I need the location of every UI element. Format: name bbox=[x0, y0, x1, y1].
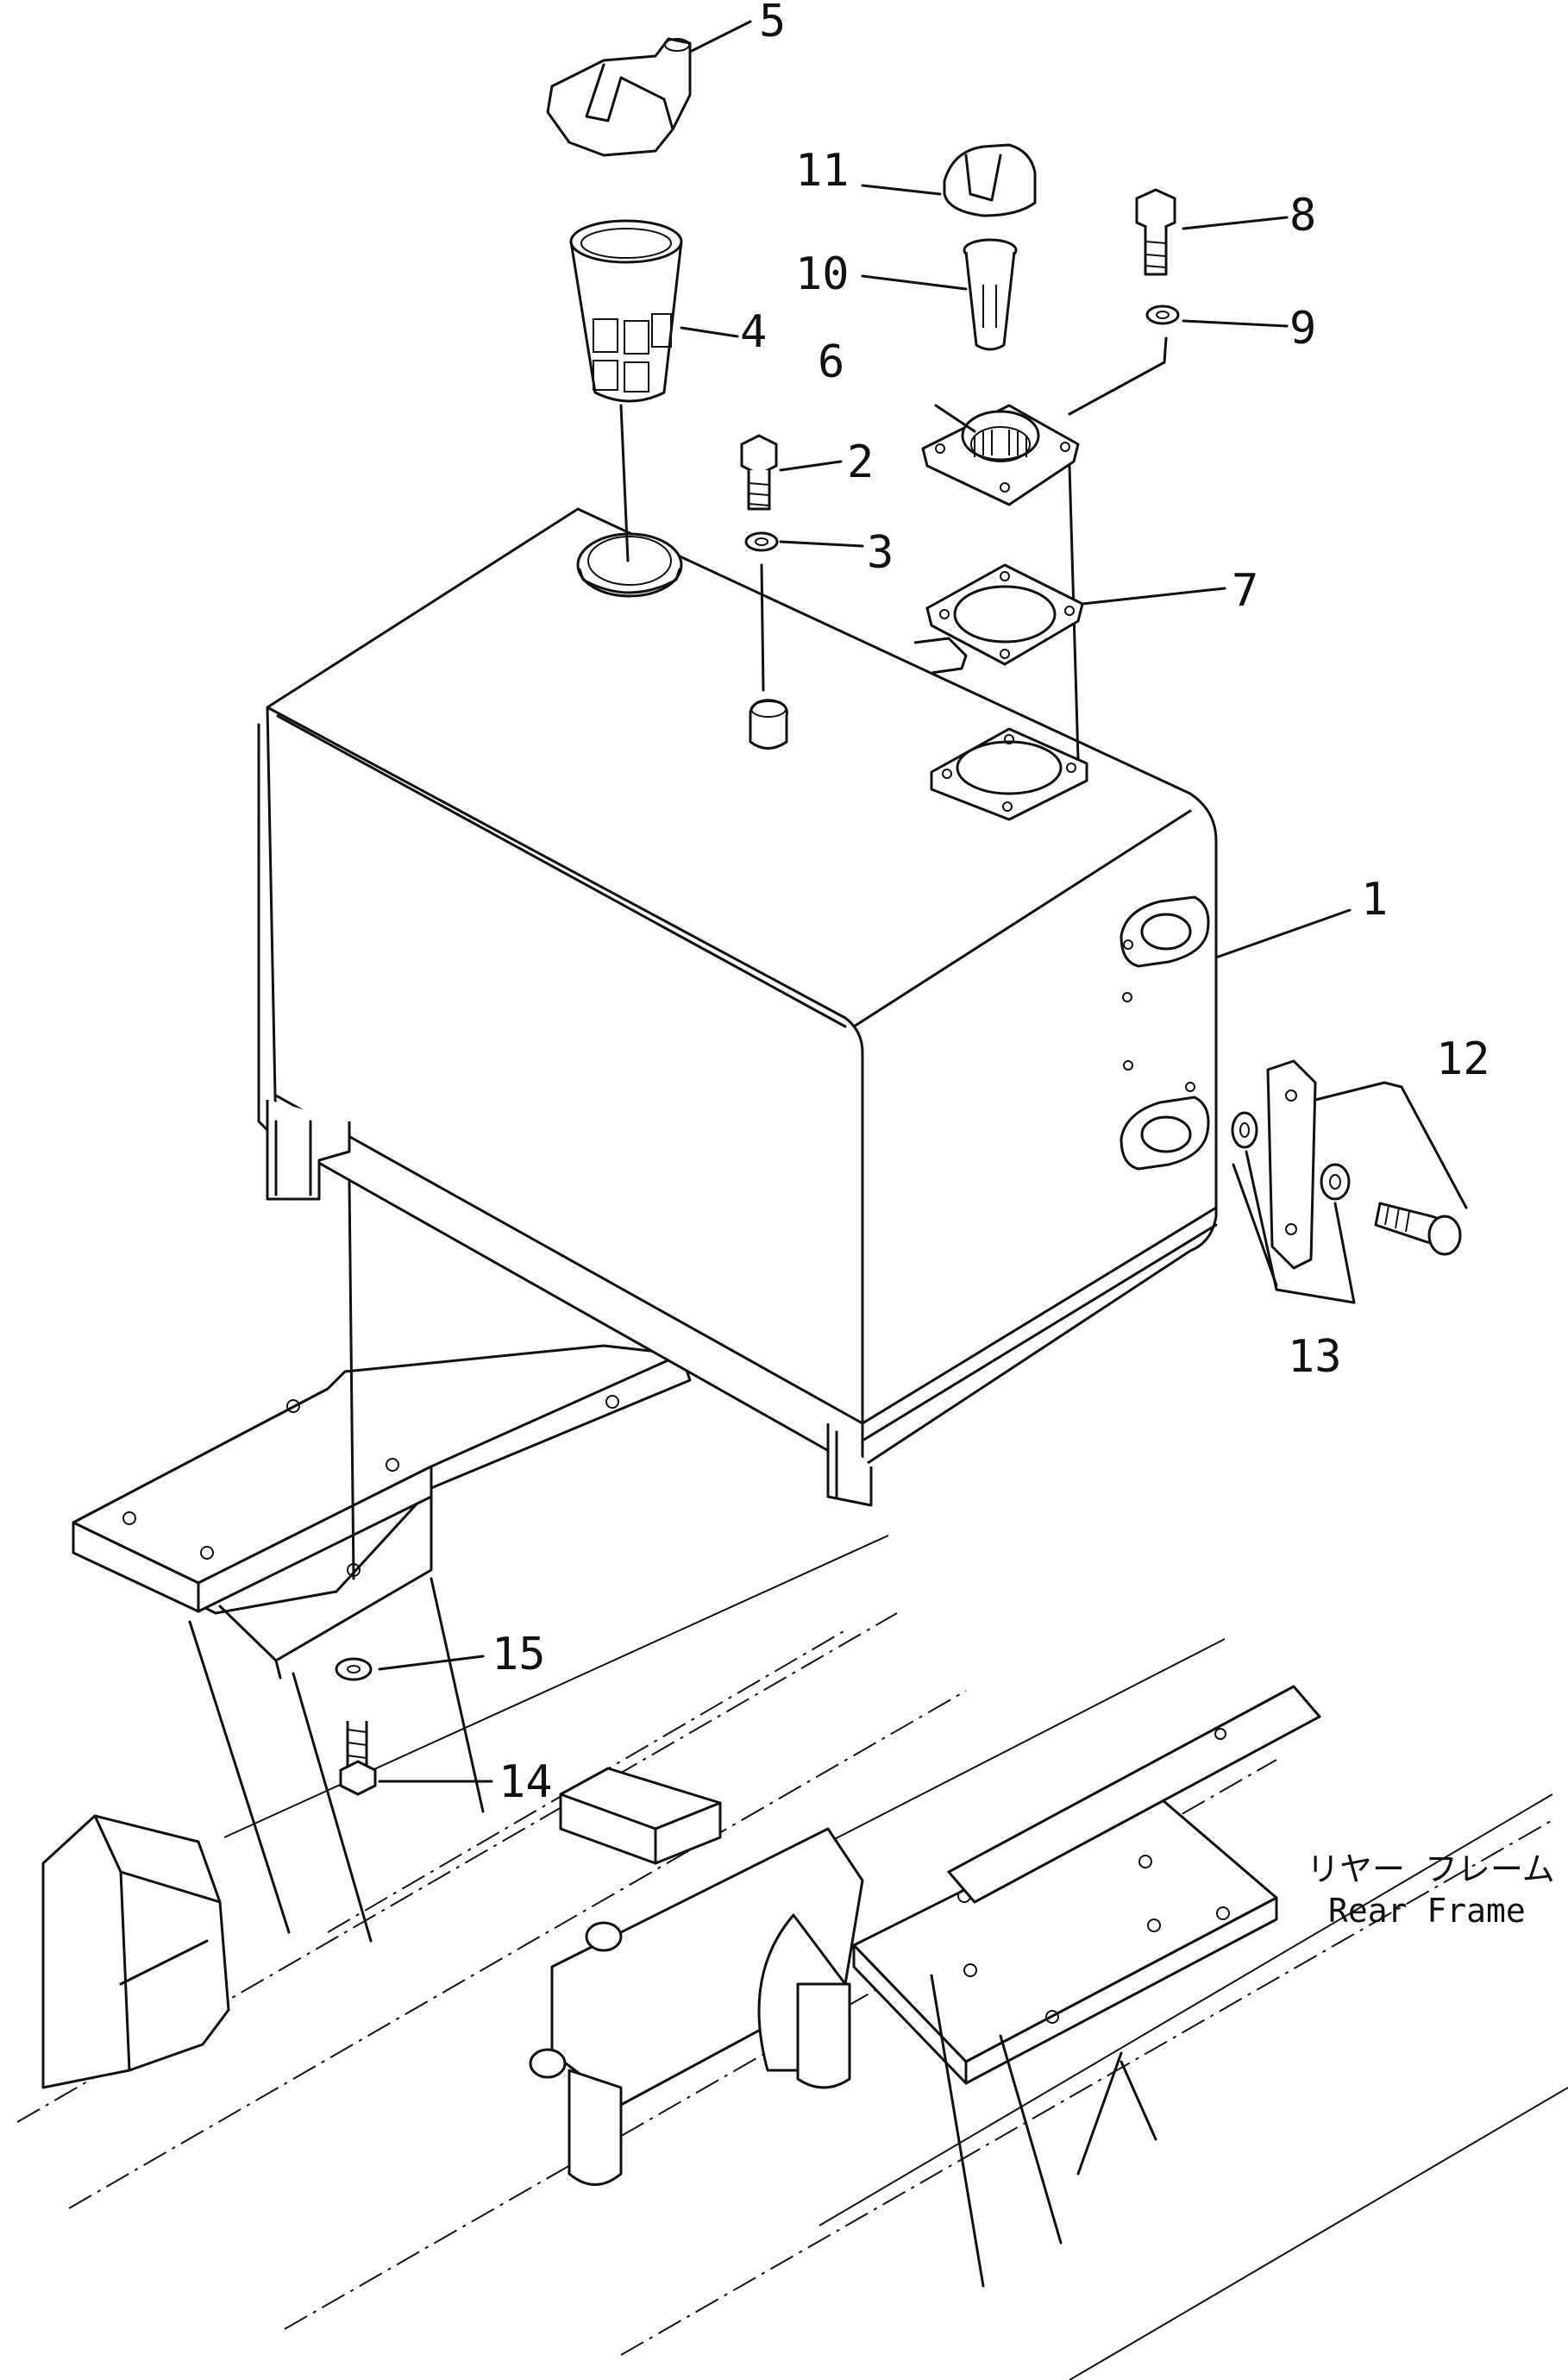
part-15-washer bbox=[335, 1657, 373, 1681]
callout-3: 3 bbox=[867, 527, 894, 579]
rear-frame bbox=[16, 1535, 1568, 2380]
tank-support-bracket bbox=[72, 1344, 692, 1943]
callout-12: 12 bbox=[1436, 1033, 1490, 1085]
callout-5: 5 bbox=[759, 0, 786, 47]
hydraulic-tank bbox=[257, 507, 1218, 1507]
callout-13: 13 bbox=[1288, 1331, 1342, 1383]
callout-11: 11 bbox=[795, 145, 850, 197]
rear-frame-label-jp: リヤー フレーム bbox=[1307, 1850, 1555, 1888]
callout-1: 1 bbox=[1361, 874, 1388, 926]
callout-8: 8 bbox=[1289, 190, 1316, 242]
part-11-cap bbox=[943, 143, 1037, 217]
part-4-strainer bbox=[569, 219, 683, 562]
callout-7: 7 bbox=[1232, 565, 1258, 617]
rear-frame-label-en: Rear Frame bbox=[1328, 1892, 1526, 1930]
callout-9: 9 bbox=[1289, 303, 1316, 355]
part-7-gasket bbox=[925, 563, 1084, 666]
part-5-cap bbox=[546, 37, 692, 157]
part-10-filter bbox=[963, 238, 1018, 351]
callout-2: 2 bbox=[847, 436, 874, 488]
callout-15: 15 bbox=[492, 1629, 546, 1680]
callout-6: 6 bbox=[818, 336, 844, 388]
part-12-clamp bbox=[1266, 1059, 1462, 1270]
callout-labels: 5 4 2 3 7 6 11 10 8 9 1 12 13 15 14 bbox=[492, 0, 1490, 1808]
part-9-washer bbox=[1068, 305, 1180, 416]
part-13-washer bbox=[1231, 1111, 1258, 1149]
callout-10: 10 bbox=[795, 248, 850, 300]
part-3-washer bbox=[744, 531, 779, 692]
part-6-flange bbox=[921, 404, 1080, 761]
part-8-bolt bbox=[1135, 188, 1176, 276]
callout-14: 14 bbox=[499, 1756, 553, 1808]
callout-4: 4 bbox=[740, 306, 767, 358]
part-2-bolt bbox=[740, 434, 778, 511]
leader-lines bbox=[378, 20, 1352, 1783]
assembly-lines bbox=[348, 1081, 1468, 1580]
part-14-bolt bbox=[339, 1721, 377, 1796]
rear-frame-caption: リヤー フレーム Rear Frame bbox=[1307, 1850, 1555, 1930]
